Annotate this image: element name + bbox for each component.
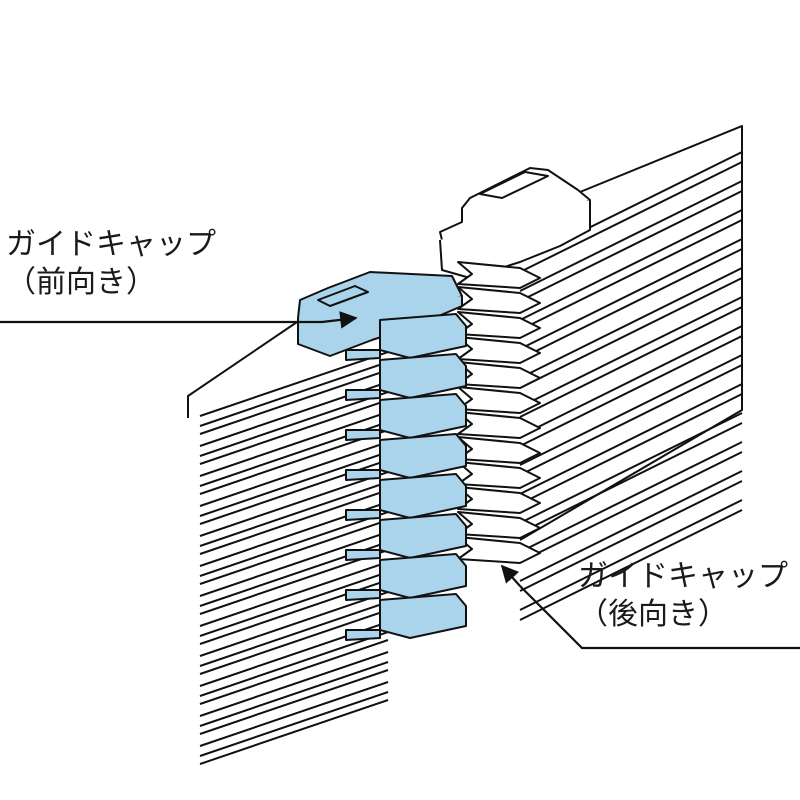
front-slat xyxy=(199,681,389,765)
front-tooth-tab xyxy=(345,509,381,521)
rear-tooth xyxy=(457,336,541,364)
front-tooth-tab xyxy=(345,389,381,401)
front-tooth xyxy=(379,553,467,599)
rear-slat xyxy=(519,180,743,302)
front-tooth-tab xyxy=(345,589,381,601)
front-tooth-tab xyxy=(345,349,381,361)
front-tooth xyxy=(379,513,467,559)
rear-slat-edge xyxy=(519,125,743,541)
callout-leaders xyxy=(0,311,800,650)
front-tooth xyxy=(379,313,467,359)
rear-tooth xyxy=(457,486,541,514)
rear-slat xyxy=(519,209,743,331)
front-tooth-tab xyxy=(345,549,381,561)
front-fold-teeth xyxy=(345,313,467,641)
front-cap-arrow-icon xyxy=(321,311,358,329)
rear-slat xyxy=(519,499,743,621)
front-slat xyxy=(199,471,389,555)
front-tooth xyxy=(379,593,467,639)
front-tooth xyxy=(379,353,467,399)
front-slat xyxy=(199,591,389,675)
rear-tooth xyxy=(457,361,541,389)
rear-fold-teeth xyxy=(457,261,541,564)
front-tooth xyxy=(379,433,467,479)
rear-slat xyxy=(519,267,743,389)
rear-tooth xyxy=(457,286,541,314)
rear-tooth xyxy=(457,436,541,464)
front-cap-orientation: （前向き） xyxy=(6,264,156,300)
rear-tooth xyxy=(457,386,541,414)
rear-tooth xyxy=(457,511,541,539)
front-tooth xyxy=(379,473,467,519)
rear-slats xyxy=(519,125,743,621)
front-slat xyxy=(199,351,389,435)
front-blind xyxy=(187,271,467,765)
front-slat xyxy=(199,651,389,735)
front-slat-edge xyxy=(187,319,301,418)
rear-tooth xyxy=(457,411,541,439)
front-cap-label: ガイドキャップ （前向き） xyxy=(6,226,216,301)
rear-tooth xyxy=(457,261,541,289)
rear-slat xyxy=(519,325,743,447)
rear-tooth xyxy=(457,311,541,339)
rear-cap-name: ガイドキャップ xyxy=(578,559,788,594)
rear-slat xyxy=(519,412,743,534)
rear-blind xyxy=(439,125,743,621)
front-tooth-tab xyxy=(345,429,381,441)
rear-cap-leader xyxy=(519,585,800,650)
front-tooth xyxy=(379,393,467,439)
rear-cap-arrow-icon xyxy=(500,564,521,587)
rear-slat xyxy=(519,296,743,418)
rear-slat xyxy=(519,441,743,563)
rear-tooth xyxy=(457,536,541,564)
front-slats xyxy=(187,319,389,765)
rear-tooth xyxy=(457,461,541,489)
front-tooth-tab xyxy=(345,469,381,481)
rear-guide-cap xyxy=(439,167,591,279)
rear-slat xyxy=(519,470,743,592)
rear-slat xyxy=(519,238,743,360)
front-cap-name: ガイドキャップ xyxy=(6,227,216,262)
rear-slat xyxy=(519,383,743,505)
rear-cap-label: ガイドキャップ （後向き） xyxy=(578,558,788,633)
rear-cap-orientation: （後向き） xyxy=(578,596,728,632)
rear-slat xyxy=(519,354,743,476)
front-tooth-tab xyxy=(345,629,381,641)
